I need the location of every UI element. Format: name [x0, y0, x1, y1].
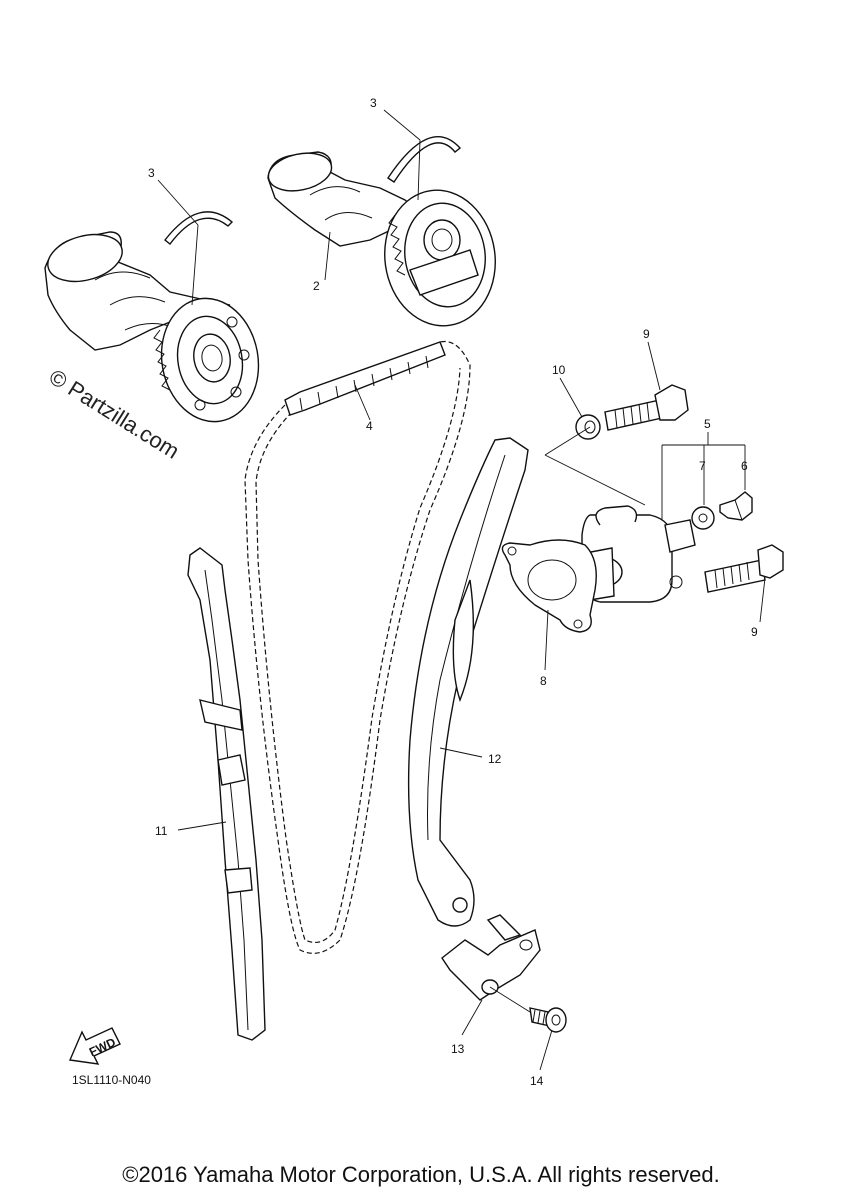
- callout-9-upper: 9: [643, 327, 650, 341]
- copyright-notice: ©2016 Yamaha Motor Corporation, U.S.A. A…: [122, 1162, 720, 1187]
- callout-8: 8: [540, 674, 547, 688]
- chain-guide[interactable]: [187, 547, 266, 1041]
- exhaust-camshaft[interactable]: [43, 227, 268, 429]
- washer-7[interactable]: [691, 506, 715, 530]
- leader-lines: [157, 109, 766, 1071]
- callout-9-lower: 9: [751, 625, 758, 639]
- tensioner-gasket[interactable]: [501, 539, 597, 633]
- callout-6: 6: [741, 459, 748, 473]
- callout-3-left: 3: [148, 166, 155, 180]
- screw-14[interactable]: [529, 1007, 567, 1033]
- callout-4: 4: [366, 419, 373, 433]
- callout-2: 2: [313, 279, 320, 293]
- callout-14: 14: [530, 1074, 544, 1088]
- callout-5: 5: [704, 417, 711, 431]
- callout-10: 10: [552, 363, 566, 377]
- chain-guide-tensioner[interactable]: [407, 437, 529, 927]
- timing-chain[interactable]: [244, 340, 471, 954]
- bolt-9-upper[interactable]: [604, 384, 689, 431]
- fwd-arrow-icon: FWD: [68, 1027, 121, 1065]
- clip-3-left[interactable]: [164, 211, 234, 245]
- callout-12: 12: [488, 752, 502, 766]
- diagram-code: 1SL1110-N040: [72, 1073, 151, 1087]
- callout-11: 11: [155, 824, 168, 838]
- washer-10[interactable]: [575, 414, 601, 440]
- callout-13: 13: [451, 1042, 465, 1056]
- intake-camshaft[interactable]: [265, 148, 504, 333]
- clip-3-right[interactable]: [387, 135, 462, 183]
- callout-7: 7: [699, 459, 706, 473]
- bolt-9-lower[interactable]: [704, 544, 784, 593]
- callout-3-right: 3: [370, 96, 377, 110]
- cap-bolt-6[interactable]: [719, 491, 753, 521]
